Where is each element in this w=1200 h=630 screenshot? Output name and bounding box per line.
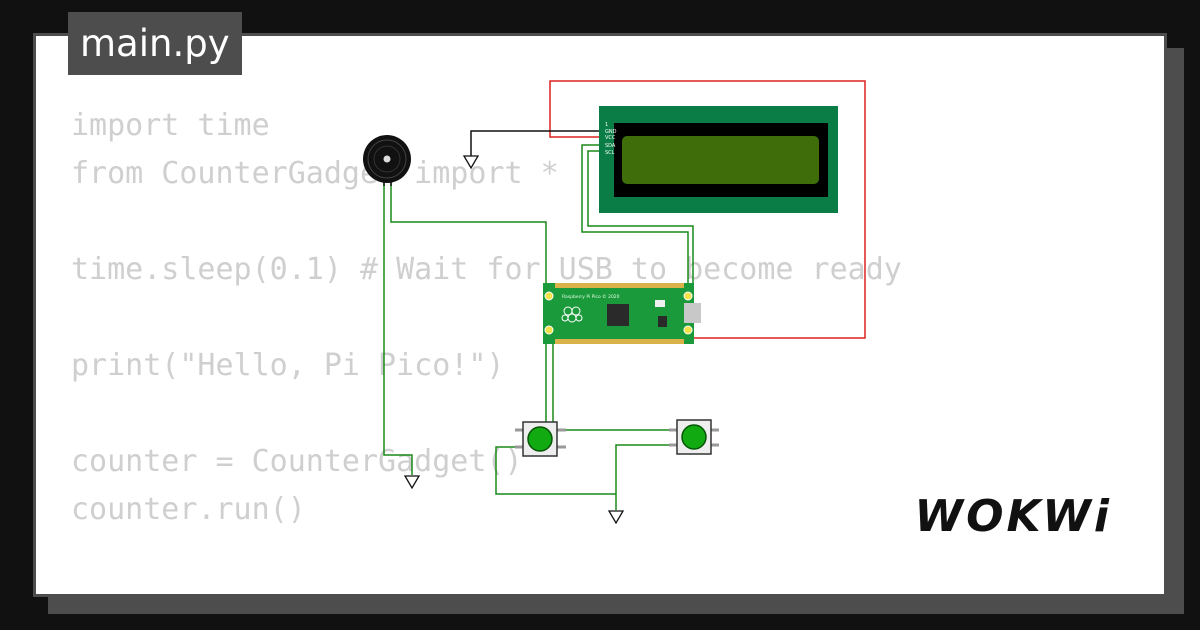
- lcd-gnd-wire: [470, 130, 604, 156]
- pico-mount-hole: [544, 291, 554, 301]
- raspberry-logo-icon: [561, 306, 583, 323]
- project-preview-card: import time from CounterGadget import * ti…: [33, 33, 1167, 597]
- file-tab[interactable]: main.py: [68, 12, 242, 75]
- lcd-screen: [622, 136, 819, 184]
- raspberry-pi-pico-board[interactable]: Raspberry Pi Pico © 2020: [543, 283, 701, 344]
- buzzer-gnd-wire: [383, 180, 413, 475]
- pico-header-pins: [555, 283, 684, 344]
- button1-gnd-wire: [495, 446, 616, 495]
- vcc-wire: [549, 80, 866, 339]
- pico-mount-hole: [683, 291, 693, 301]
- usb-port: [684, 303, 701, 323]
- pico-flash-chip: [658, 316, 667, 327]
- ground-icon: [607, 510, 625, 525]
- code-line-4: time.sleep(0.1) # Wait for USB to become…: [71, 252, 902, 287]
- pushbutton-1[interactable]: [515, 421, 566, 457]
- ground-symbols: [403, 155, 625, 525]
- lcd-pin-label: 1: [605, 122, 608, 128]
- ground-icon: [403, 475, 421, 490]
- code-line-8: counter = CounterGadget(): [71, 444, 523, 479]
- code-line-6: print("Hello, Pi Pico!"): [71, 348, 505, 383]
- pico-bootsel-button: [655, 300, 665, 307]
- lcd-pin-label: SCL: [605, 150, 615, 156]
- lcd-pin-label: GND: [605, 129, 617, 135]
- scl-wire: [587, 150, 694, 287]
- code-editor: import time from CounterGadget import * ti…: [71, 102, 902, 534]
- button-cap: [681, 424, 707, 450]
- pico-chip: [607, 304, 629, 326]
- ground-icon: [462, 155, 480, 170]
- code-line-9: counter.run(): [71, 492, 306, 527]
- sda-wire: [581, 144, 689, 287]
- button-cap: [527, 426, 553, 452]
- lcd-pin-label: VCC: [605, 135, 616, 141]
- buzzer-signal-wire: [390, 180, 547, 430]
- lcd-pin-labels: 1 GND VCC SDA SCL: [605, 122, 617, 156]
- wokwi-logo: WOKWi: [914, 491, 1112, 542]
- pico-mount-hole: [544, 325, 554, 335]
- code-line-2: from CounterGadget import *: [71, 156, 559, 191]
- button2-gnd-wire: [615, 444, 678, 510]
- pushbutton-2[interactable]: [669, 419, 719, 455]
- circuit-diagram: 1 GND VCC SDA SCL: [363, 80, 866, 525]
- pico-mount-hole: [683, 325, 693, 335]
- buzzer[interactable]: [363, 135, 411, 186]
- code-line-1: import time: [71, 108, 270, 143]
- pico-board-label: Raspberry Pi Pico © 2020: [562, 293, 620, 300]
- lcd-display[interactable]: 1 GND VCC SDA SCL: [599, 106, 838, 213]
- lcd-pin-label: SDA: [605, 143, 616, 149]
